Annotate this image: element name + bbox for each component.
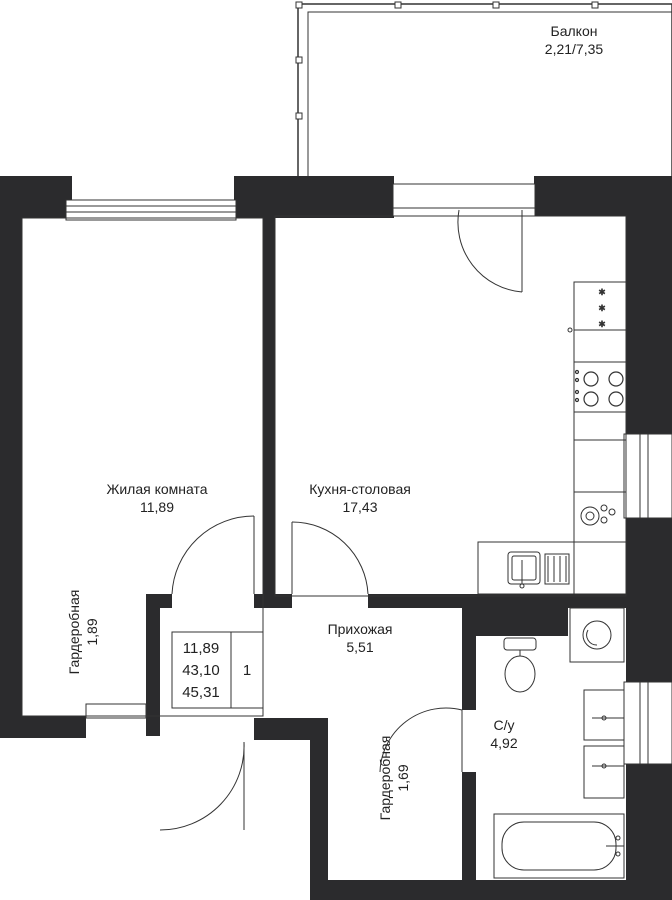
walls [0, 176, 672, 900]
bathtub-icon [493, 813, 625, 879]
room-label-kitchen: Кухня-столовая 17,43 [309, 481, 411, 515]
area-summary-table: 11,89 43,10 45,31 1 [171, 631, 264, 709]
room-count-value: 1 [243, 662, 251, 679]
wardrobe-left-name: Гардеробная [66, 590, 82, 675]
windows [65, 176, 672, 765]
wardrobe-left-area: 1,89 [84, 618, 100, 645]
kitchen-counter [477, 281, 627, 595]
total-with-balcony-value: 45,31 [182, 684, 220, 701]
stove-icon [574, 369, 624, 407]
room-label-wardrobe-left: Гардеробная 1,89 [66, 590, 100, 675]
hall-name: Прихожая [328, 621, 393, 637]
hall-area: 5,51 [346, 639, 373, 655]
room-label-balcony: Балкон 2,21/7,35 [545, 23, 604, 57]
living-area-value: 11,89 [183, 640, 219, 657]
balcony [295, 1, 672, 187]
inner-lines [21, 215, 627, 719]
balcony-name: Балкон [551, 23, 598, 39]
room-label-hall: Прихожая 5,51 [328, 621, 393, 655]
living-area: 11,89 [140, 499, 174, 515]
total-area-value: 43,10 [182, 662, 220, 679]
wall-cabinet-icon: * * * [567, 287, 606, 334]
room-label-wardrobe-right: Гардеробная 1,69 [377, 736, 411, 821]
room-label-bath: С/у 4,92 [490, 717, 517, 751]
balcony-area: 2,21/7,35 [545, 41, 604, 57]
washing-machine-icon [569, 607, 625, 663]
room-label-living: Жилая комната 11,89 [106, 481, 207, 515]
washbasin-icon [583, 689, 625, 799]
kitchen-area: 17,43 [342, 499, 377, 515]
wardrobe-right-area: 1,69 [395, 764, 411, 791]
living-name: Жилая комната [106, 481, 207, 497]
bath-name: С/у [494, 717, 515, 733]
toilet-icon [503, 637, 537, 693]
svg-text:*: * [599, 319, 605, 333]
bath-area: 4,92 [490, 735, 517, 751]
doors [159, 209, 523, 831]
dishwasher-icon [580, 504, 616, 526]
svg-text:*: * [599, 303, 605, 317]
kitchen-name: Кухня-столовая [309, 481, 411, 497]
kitchen-sink-icon [507, 551, 570, 589]
wardrobe-right-name: Гардеробная [377, 736, 393, 821]
svg-text:*: * [599, 287, 605, 301]
